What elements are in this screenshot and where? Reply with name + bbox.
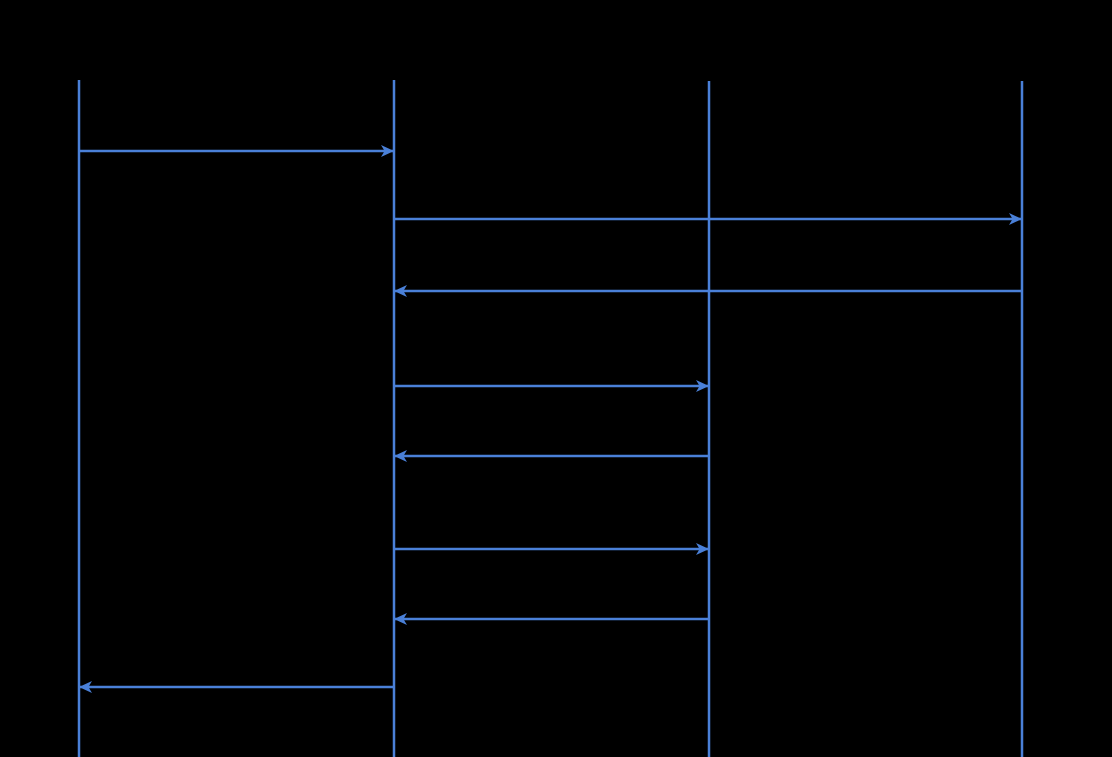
- lifelines-group: [77, 80, 1024, 757]
- messages-group: [79, 145, 1022, 693]
